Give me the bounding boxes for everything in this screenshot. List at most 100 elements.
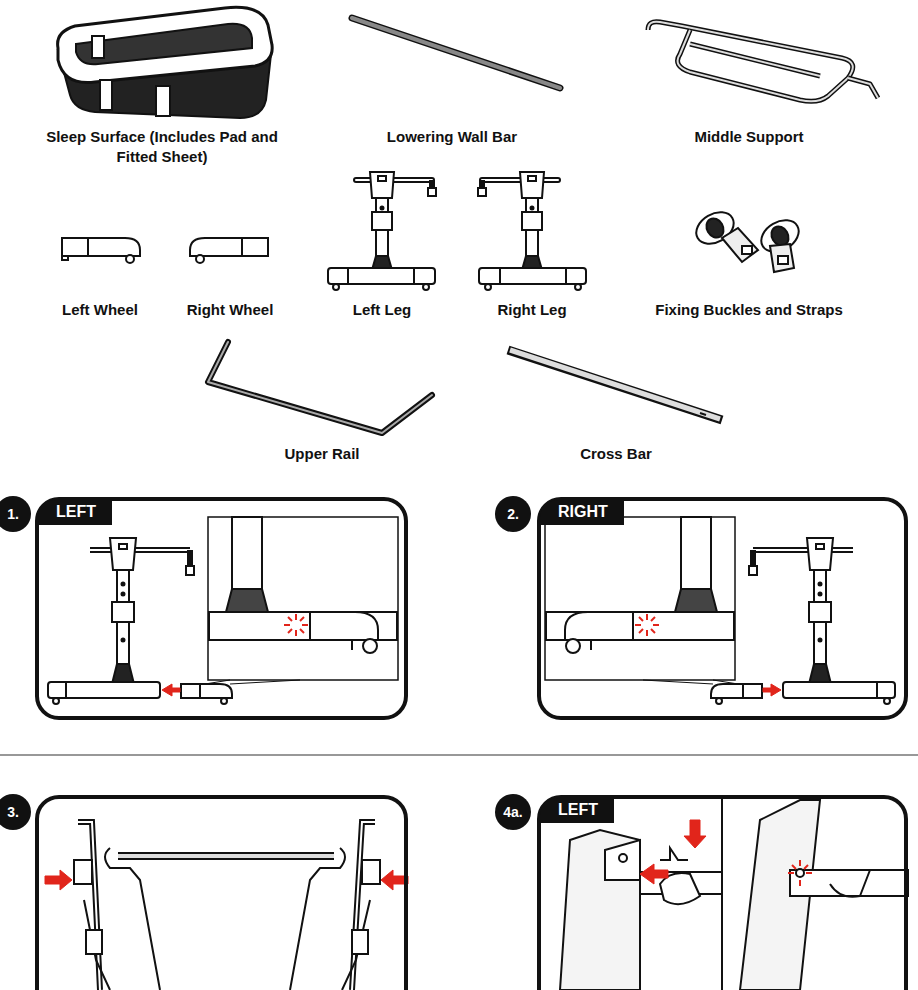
illustration-part: [799, 860, 801, 866]
illustration-part: [545, 517, 895, 704]
illustration-part: [62, 238, 140, 256]
part-label: Left Leg: [327, 300, 437, 320]
illustration-part: [333, 284, 339, 290]
step-panel: 3.: [35, 795, 408, 990]
illustration-part: [560, 830, 640, 990]
illustration-part: [122, 593, 125, 596]
illustration-part: [288, 629, 292, 633]
illustration-part: [362, 860, 380, 884]
illustration-part: [372, 212, 392, 230]
part-label: Lowering Wall Bar: [352, 127, 552, 147]
illustration-part: [122, 583, 125, 586]
illustration-part: [226, 589, 268, 612]
illustration-part: [126, 255, 134, 263]
side-tab: LEFT: [38, 500, 112, 525]
illustration-part: [295, 630, 297, 636]
illustration-part: [92, 36, 104, 58]
illustration-part: [208, 517, 398, 680]
illustration-part: [199, 684, 201, 698]
illustration-part: [605, 840, 640, 880]
illustration-part: [310, 612, 378, 640]
illustration-part: [300, 617, 304, 621]
illustration-part: [619, 854, 627, 862]
illustration-part: [806, 872, 812, 874]
illustration-part: [181, 684, 232, 698]
illustration-part: [295, 614, 297, 620]
sleep-surface-art: [58, 7, 273, 118]
cross-bar-art: [508, 350, 722, 420]
illustration-part: [370, 172, 394, 198]
illustration-part: [804, 865, 808, 869]
illustration-part: [284, 614, 308, 636]
illustration-part: [288, 617, 292, 621]
step-number: 1.: [0, 496, 31, 532]
illustration-part: [300, 629, 304, 633]
illustration-part: [508, 350, 722, 420]
illustration-part: [230, 680, 300, 684]
illustration-part: [690, 44, 820, 76]
illustration-part: [722, 228, 758, 262]
illustration-part: [209, 612, 397, 640]
part-label: Upper Rail: [247, 444, 397, 464]
leg-art: [328, 172, 436, 290]
illustration-part: [76, 24, 252, 64]
step-panel: 1.LEFT: [35, 497, 408, 720]
part-label: Cross Bar: [541, 444, 691, 464]
step-art: [560, 799, 908, 990]
side-tab: LEFT: [540, 798, 614, 823]
step-number: 3.: [0, 794, 31, 830]
illustration-part: [90, 549, 190, 551]
lowering-wall-bar-art: [352, 18, 560, 88]
illustration-part: [156, 86, 170, 116]
illustration-part: [58, 7, 273, 82]
illustration-part: [848, 78, 878, 98]
part-label: Right Wheel: [170, 300, 290, 320]
illustration-part: [690, 44, 820, 76]
illustration-part: [186, 566, 194, 575]
illustration-part: [87, 238, 89, 256]
illustration-part: [105, 848, 160, 990]
middle-support-art: [648, 22, 878, 102]
illustration-part: [648, 22, 853, 102]
illustration-part: [788, 860, 812, 886]
illustration-part: [378, 176, 386, 181]
illustration-part: [48, 682, 160, 698]
illustration-part: [352, 18, 560, 88]
illustration-part: [510, 350, 720, 419]
illustration-part: [352, 822, 375, 990]
illustration-part: [352, 930, 368, 954]
step-panel: 2.RIGHT: [537, 497, 908, 720]
illustration-part: [62, 256, 68, 260]
illustration-part: [413, 268, 415, 284]
illustration-part: [110, 538, 136, 570]
illustration-part: [78, 822, 100, 990]
illustration-part: [78, 822, 100, 990]
illustration-part: [363, 639, 377, 653]
illustration-part: [830, 870, 870, 897]
part-label: Middle Support: [649, 127, 849, 147]
illustration-part: [208, 342, 432, 433]
illustration-part: [205, 680, 230, 684]
illustration-part: [119, 544, 127, 549]
part-label: Left Wheel: [40, 300, 160, 320]
illustration-part: [196, 255, 204, 263]
illustration-part: [381, 870, 408, 890]
step-art: [48, 517, 398, 704]
illustration-part: [84, 900, 110, 990]
illustration-part: [648, 22, 853, 102]
illustration-part: [742, 246, 752, 254]
buckle-art: [691, 206, 805, 272]
illustration-part: [302, 624, 308, 626]
illustration-part: [221, 698, 227, 704]
illustration-part: [796, 869, 804, 877]
illustration-part: [770, 244, 794, 272]
part-label: Right Leg: [477, 300, 587, 320]
illustration-part: [328, 268, 435, 284]
illustration-part: [118, 854, 334, 858]
illustration-part: [640, 864, 668, 884]
side-tab: RIGHT: [540, 500, 624, 525]
part-label: Sleep Surface (Includes Pad and Fitted S…: [37, 127, 287, 167]
illustration-part: [352, 822, 375, 990]
illustration-part: [342, 900, 370, 990]
upper-rail-art: [208, 342, 432, 433]
